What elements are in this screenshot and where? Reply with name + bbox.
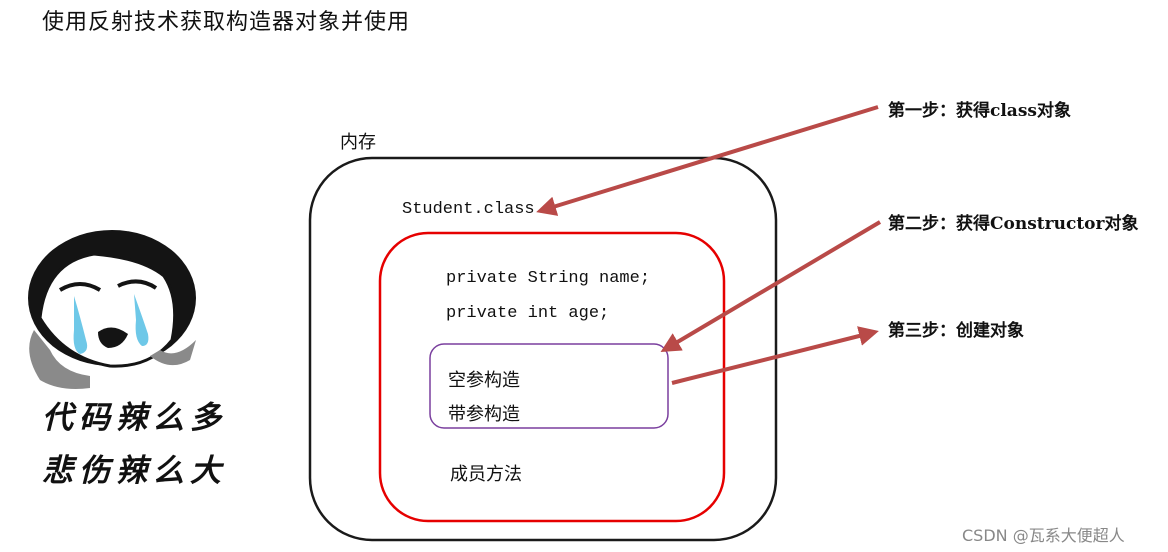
arrow-step3	[671, 326, 879, 385]
memory-label: 内存	[340, 132, 376, 153]
memory-box	[308, 156, 778, 542]
no-arg-constructor-label: 空参构造	[448, 370, 520, 391]
crying-face-icon	[28, 230, 196, 389]
member-method-label: 成员方法	[450, 464, 522, 485]
step1-label: 第一步：获得class对象	[888, 101, 1071, 121]
watermark: CSDN @瓦系大便超人	[962, 526, 1125, 545]
meme-caption-line2: 悲伤辣么大	[42, 453, 227, 489]
arg-constructor-label: 带参构造	[448, 404, 520, 425]
class-object-label: Student.class	[402, 200, 535, 219]
step3-label: 第三步：创建对象	[888, 321, 1024, 341]
meme-caption-line1: 代码辣么多	[42, 400, 227, 436]
arrow-step2	[660, 220, 882, 353]
constructor-box	[429, 343, 669, 429]
arrow-step1	[536, 105, 879, 216]
field-age-label: private int age;	[446, 304, 610, 323]
field-name-label: private String name;	[446, 269, 651, 288]
page-title: 使用反射技术获取构造器对象并使用	[42, 10, 411, 35]
step2-label: 第二步：获得Constructor对象	[888, 214, 1139, 234]
class-content-box	[378, 231, 726, 523]
